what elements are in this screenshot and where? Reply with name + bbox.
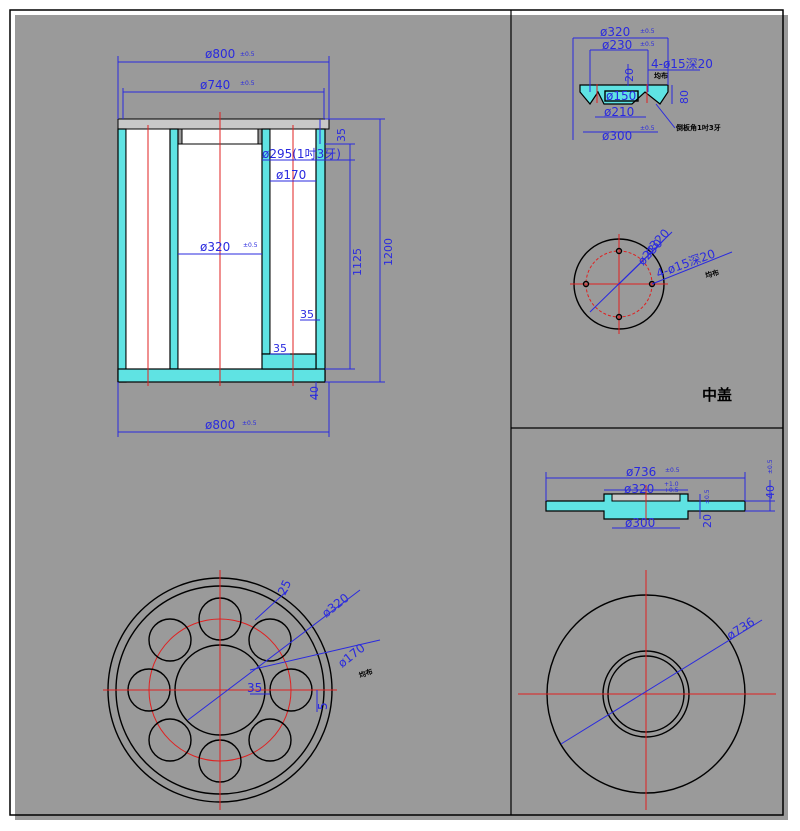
dim-h1200: 1200 <box>382 238 395 266</box>
dim-d300: ø300 <box>602 129 632 143</box>
middle-cover-title: 中盖 <box>702 386 732 404</box>
middle-cover-section: ø320 ±0.5 ø230 ±0.5 4-ø15深20 均布 20 80 ø1… <box>570 25 733 404</box>
chamber-hole <box>248 618 292 662</box>
tol-h20: ±0.5 <box>704 489 711 504</box>
leader-cover-d230 <box>618 243 661 285</box>
top-plate <box>117 118 330 130</box>
tol-d320-a: +1.0 <box>664 481 679 488</box>
leader-cover-holes <box>651 251 733 285</box>
main-body-section: ø800 ±0.5 ø740 ±0.5 ø295(1吋3牙) ø170 ø320… <box>117 47 395 437</box>
bottom-cover-section: ø736 ±0.5 ø320 +1.0 +0.5 ø300 40 ±0.5 20… <box>518 459 777 810</box>
bolt-hole <box>615 313 623 321</box>
bolt-hole <box>648 280 656 288</box>
dim-w5: 5 <box>316 702 330 710</box>
dim-w35: 35 <box>247 681 262 695</box>
tol-d320-b: +0.5 <box>664 487 679 494</box>
left-inner-wall <box>169 128 179 370</box>
tol-h40: ±0.5 <box>767 459 774 474</box>
dim-thread: ø295(1吋3牙) <box>262 147 341 161</box>
dim-h40: 40 <box>764 485 777 499</box>
bolt-hole <box>615 247 623 255</box>
dim-d320: ø320 <box>624 482 654 496</box>
dim-d740: ø740 <box>200 78 230 92</box>
tol-d320: ±0.5 <box>243 242 258 249</box>
dim-d300: ø300 <box>625 516 655 530</box>
chamber-hole <box>248 718 292 762</box>
note-chamfer: 倒板角1吋3牙 <box>675 123 721 132</box>
right-outer-wall <box>315 128 326 383</box>
tol-d230: ±0.5 <box>640 41 655 48</box>
leader-r25 <box>254 589 289 621</box>
right-inner-wall <box>261 128 271 355</box>
dim-h40: 40 <box>308 386 321 400</box>
drawing-frame <box>9 9 784 816</box>
chamber-hole <box>148 618 192 662</box>
dim-h80: 80 <box>678 90 691 104</box>
bottom-plate <box>117 368 326 383</box>
chamber-hole <box>148 718 192 762</box>
dim-d230: ø230 <box>602 38 632 52</box>
leader-d170 <box>249 639 381 671</box>
center-bore <box>604 90 639 102</box>
dim-d150: ø150 <box>606 89 636 103</box>
left-outer-wall <box>117 128 127 383</box>
note-holes-even: 均布 <box>654 71 668 80</box>
leader-chamfer <box>655 103 676 129</box>
dim-d210: ø210 <box>604 105 634 119</box>
dim-holes: 4-ø15深20 <box>651 57 713 71</box>
dim-d320: ø320 <box>600 25 630 39</box>
tol-d320: ±0.5 <box>640 28 655 35</box>
dim-d736: ø736 <box>626 465 656 479</box>
dim-r25: 25 <box>275 578 294 598</box>
dim-h1125: 1125 <box>351 248 364 276</box>
dim-d800-bottom: ø800 <box>205 418 235 432</box>
dim-h35-low: 35 <box>273 342 287 355</box>
dim-d170: ø170 <box>276 168 306 182</box>
tol-d800-top: ±0.5 <box>240 51 255 58</box>
bolt-hole <box>582 280 590 288</box>
dim-d800-top: ø800 <box>205 47 235 61</box>
tol-d800-bottom: ±0.5 <box>242 420 257 427</box>
tol-d736: ±0.5 <box>665 467 680 474</box>
dim-d320: ø320 <box>200 240 230 254</box>
leader-d320 <box>187 589 361 721</box>
dim-h20: 20 <box>701 514 714 528</box>
dim-h20: 20 <box>623 68 636 82</box>
plan-note-even: 均布 <box>704 268 720 280</box>
dim-h35-top: 35 <box>335 128 348 142</box>
tol-d740: ±0.5 <box>240 80 255 87</box>
dim-h35-mid: 35 <box>300 308 314 321</box>
tol-d300: ±0.5 <box>640 125 655 132</box>
bottom-ledge <box>261 353 317 370</box>
leader-d736 <box>560 619 763 745</box>
cover-profile <box>579 84 669 106</box>
